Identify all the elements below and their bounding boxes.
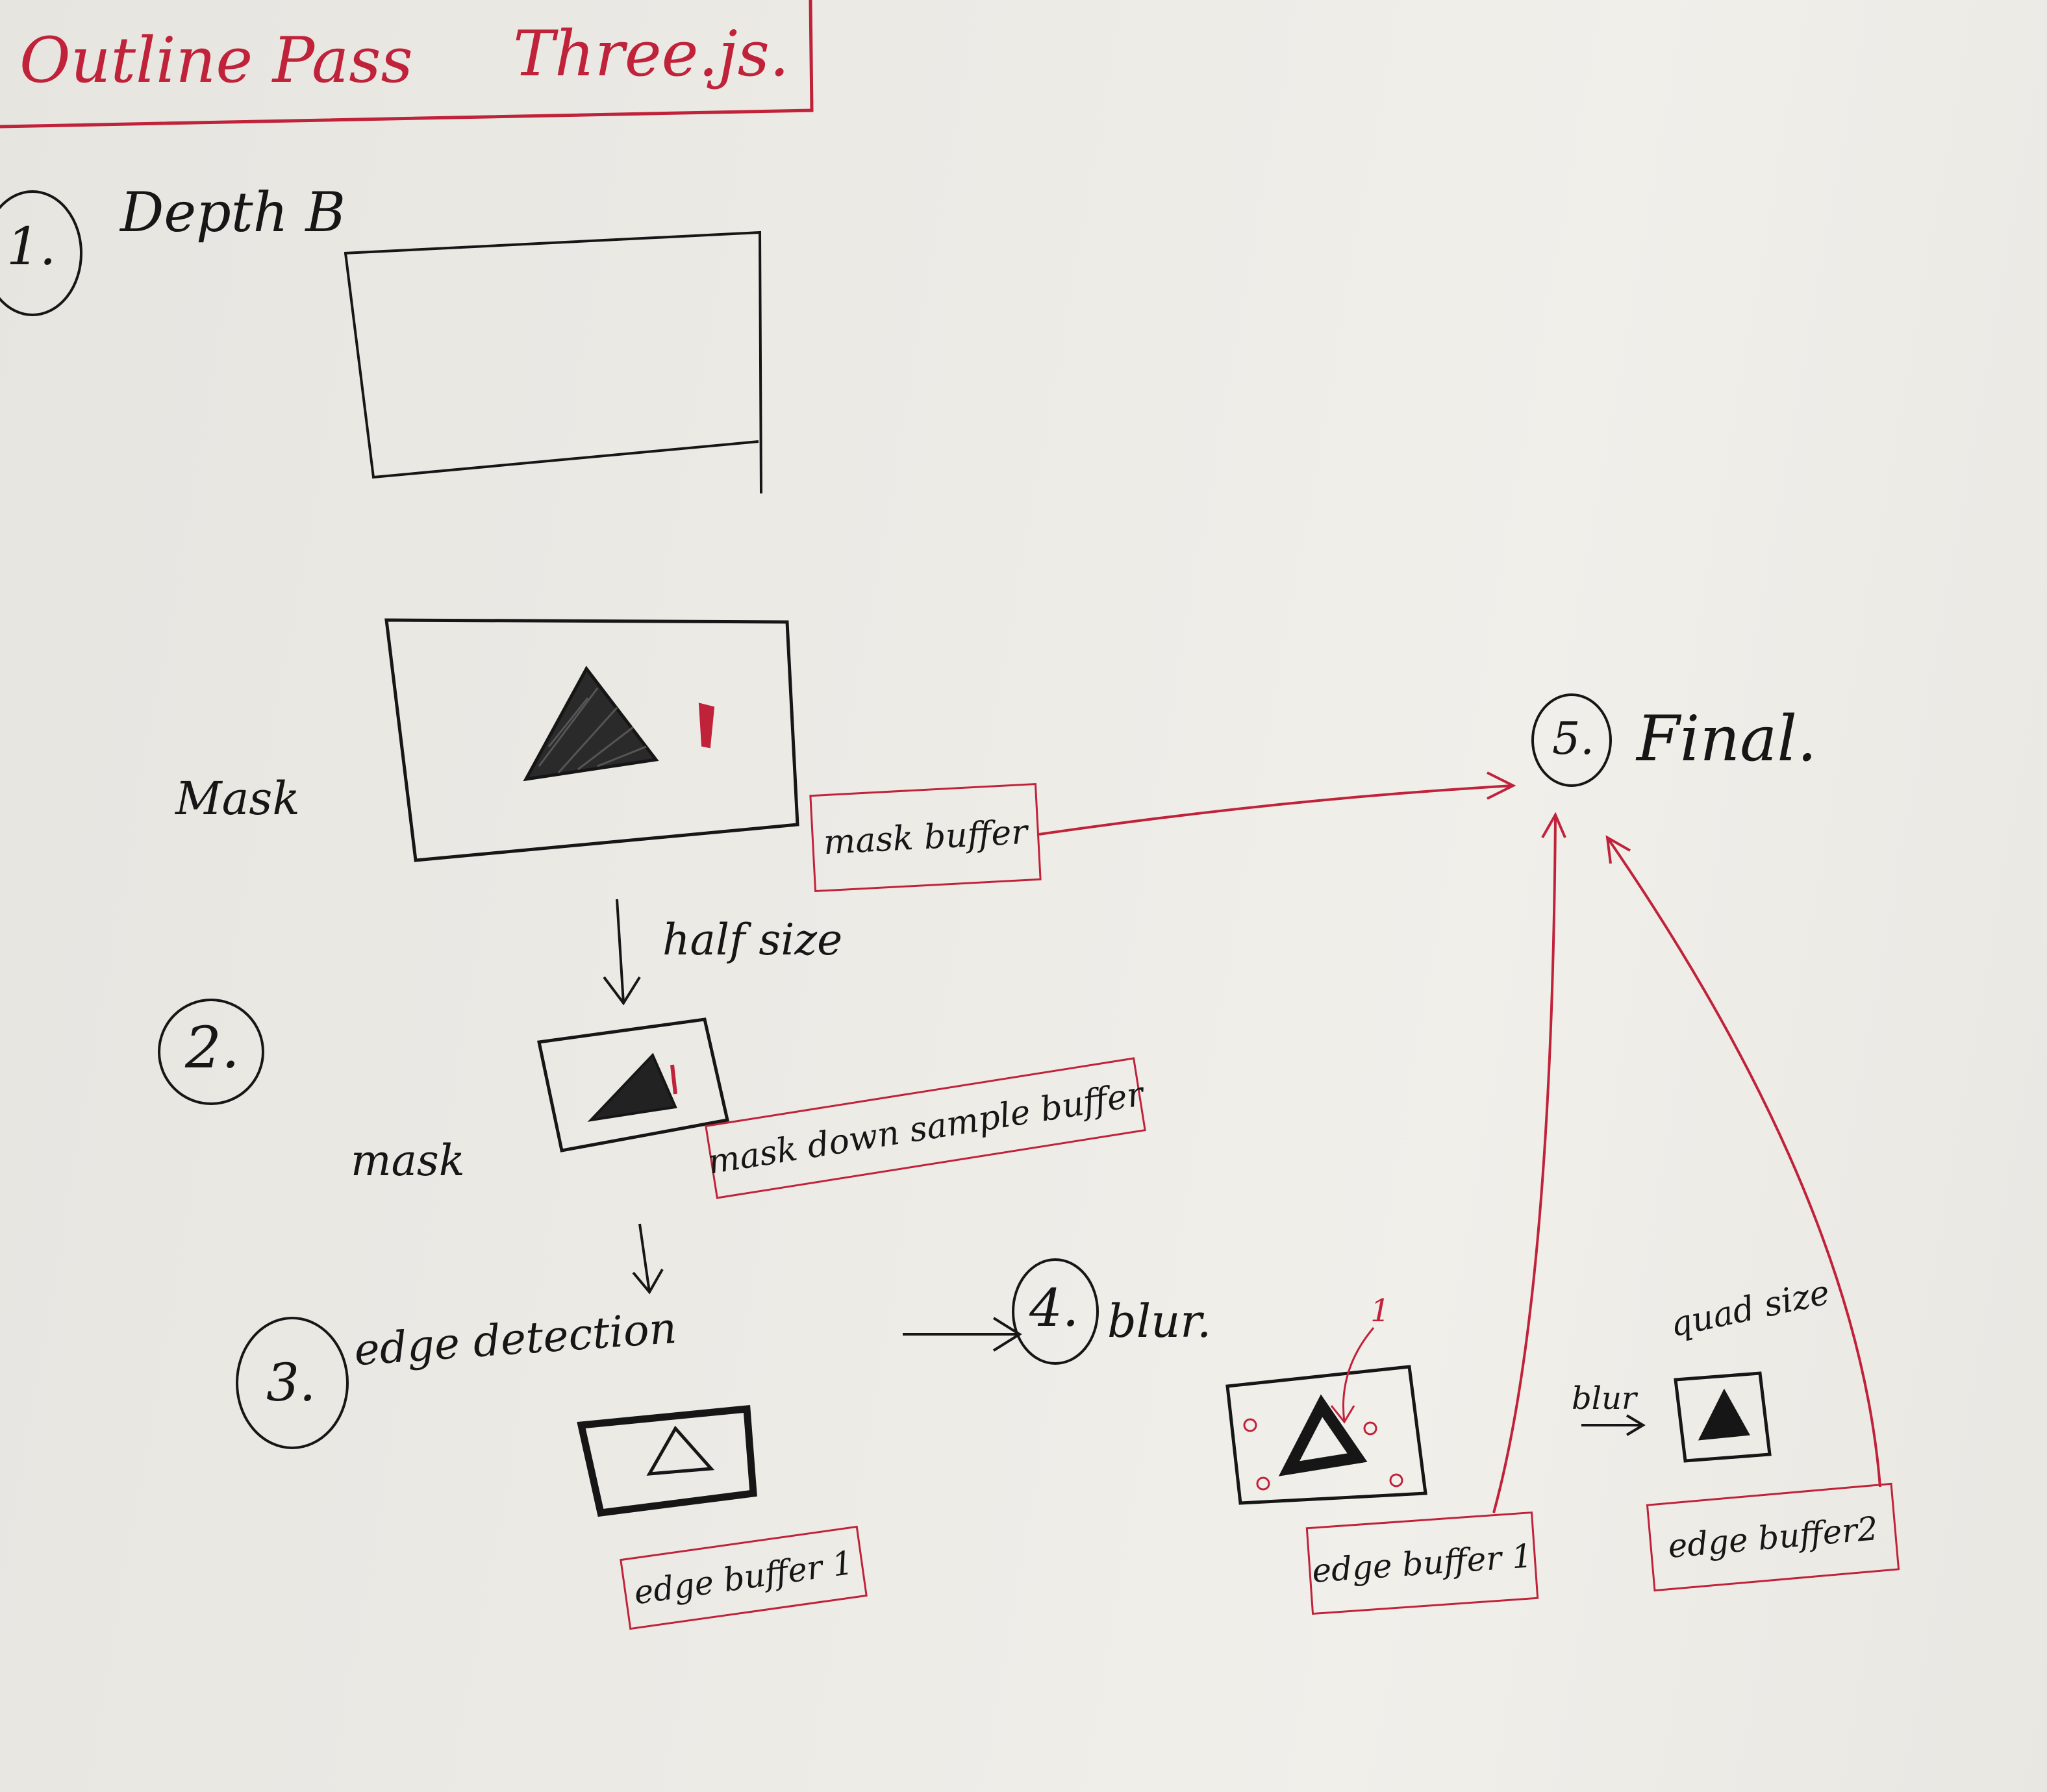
blur-small-arrow	[1581, 1414, 1646, 1436]
step-4-circle	[1012, 1258, 1099, 1365]
to-blur-arrow	[903, 1317, 1022, 1352]
title-left: Outline Pass	[19, 24, 413, 97]
step-3-number: 3.	[266, 1352, 316, 1413]
half-size-arrow	[603, 899, 641, 1006]
edge-marker: 1	[1370, 1293, 1390, 1329]
title-right: Three.js.	[513, 18, 790, 90]
edge-triangle	[646, 1425, 715, 1476]
step-5-number: 5.	[1552, 714, 1594, 765]
blurred-edge-triangle	[1278, 1394, 1368, 1476]
edge-down-arrow	[632, 1223, 664, 1295]
step-1-circle	[0, 190, 82, 316]
edge-buffer-2-text: edge buffer2	[1666, 1509, 1879, 1565]
edge2-to-final-arrow	[1605, 835, 1881, 1487]
title-box	[0, 0, 814, 129]
step-2-label: mask	[351, 1136, 465, 1186]
quad-triangle	[1698, 1388, 1750, 1441]
mask-buffer-text: mask buffer	[822, 812, 1029, 863]
edge-buffer-1-blurred-text: edge buffer 1	[1311, 1536, 1534, 1590]
edge-buffer-1-text: edge buffer 1	[631, 1543, 856, 1612]
step-5-label: Final.	[1637, 703, 1817, 775]
mask-buffer-label: mask buffer	[809, 782, 1042, 893]
mask-red-mark	[698, 703, 715, 749]
step-2-number: 2.	[185, 1014, 240, 1081]
step-5-circle	[1531, 693, 1612, 787]
step-4-label: blur.	[1107, 1295, 1212, 1348]
step-3-circle	[236, 1317, 349, 1449]
edge1-to-final-arrow	[1492, 812, 1566, 1513]
step-1-label: Depth B	[120, 180, 346, 244]
mask-down-triangle	[587, 1052, 677, 1122]
blurred-edge-red-pointer	[1330, 1327, 1375, 1424]
edge-buffer-1-blurred-label: edge buffer 1	[1305, 1511, 1539, 1615]
step-2-circle	[158, 999, 264, 1105]
mask-down-frame	[537, 1017, 730, 1152]
depth-buffer-rect	[344, 230, 762, 494]
mask-triangle	[523, 666, 659, 782]
blur-small-label: blur	[1572, 1380, 1637, 1417]
step-1-number: 1.	[6, 216, 57, 277]
mask-down-red-mark	[670, 1064, 677, 1095]
mask-frame	[384, 618, 799, 862]
mask-buffer-to-final-arrow	[1038, 771, 1516, 836]
edge-frame	[577, 1404, 757, 1517]
half-size-label: half size	[662, 915, 843, 965]
step-4-number: 4.	[1029, 1278, 1079, 1338]
mask-triangle-hatch	[538, 688, 647, 774]
quad-frame	[1674, 1371, 1772, 1463]
mask-upper-label: Mask	[175, 772, 300, 825]
